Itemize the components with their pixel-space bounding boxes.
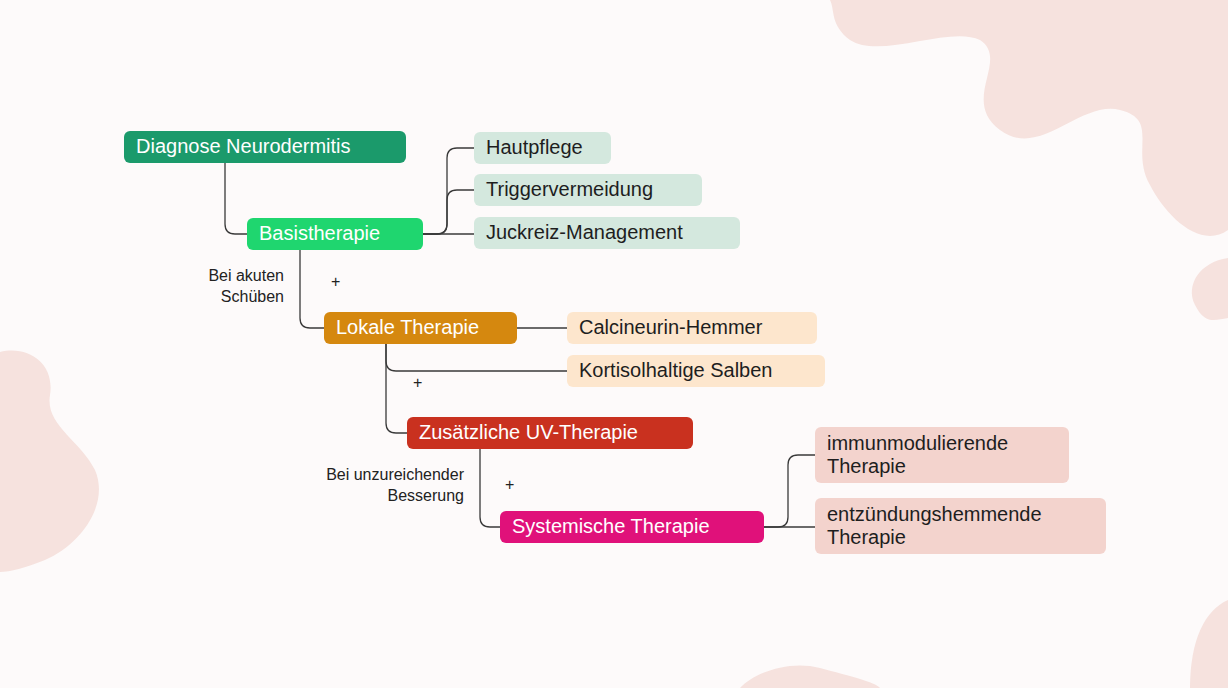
measure-box: immunmodulierende Therapie — [815, 427, 1069, 483]
stage-box: Basistherapie — [247, 218, 423, 250]
start-box: Diagnose Neurodermitis — [124, 131, 406, 163]
blob — [0, 351, 99, 572]
blob — [830, 0, 1228, 236]
connector-line — [423, 190, 474, 234]
connector-line — [225, 163, 247, 234]
node-text: Basistherapie — [259, 222, 380, 245]
connector-line — [764, 455, 815, 527]
node-text: Calcineurin-Hemmer — [579, 316, 762, 339]
measure-box: Juckreiz-Management — [474, 217, 740, 249]
plus-sign: + — [331, 272, 340, 293]
connector-line — [386, 344, 567, 371]
node-text: immunmodulierende Therapie — [827, 432, 1057, 478]
node-text: Hautpflege — [486, 136, 583, 159]
measure-box: entzündungshemmende Therapie — [815, 498, 1106, 554]
node-text: Lokale Therapie — [336, 316, 479, 339]
node-text: Systemische Therapie — [512, 515, 710, 538]
connector-line — [423, 233, 474, 234]
blob — [1192, 258, 1228, 320]
node-text: Juckreiz-Management — [486, 221, 683, 244]
plus-sign: + — [505, 475, 514, 496]
stage-box: Systemische Therapie — [500, 511, 764, 543]
condition-label: Bei unzureichender Besserung — [288, 465, 464, 507]
node-text: entzündungshemmende Therapie — [827, 503, 1094, 549]
connector-line — [423, 148, 474, 234]
node-text: Kortisolhaltige Salben — [579, 359, 772, 382]
measure-box: Calcineurin-Hemmer — [567, 312, 817, 344]
connector-line — [480, 449, 500, 527]
node-text: Triggervermeidung — [486, 178, 653, 201]
measure-box: Triggervermeidung — [474, 174, 702, 206]
blob — [740, 665, 880, 688]
stage-box: Lokale Therapie — [324, 312, 517, 344]
connector-line — [517, 327, 567, 328]
plus-sign: + — [413, 373, 422, 394]
measure-box: Hautpflege — [474, 132, 611, 164]
stage-box: Zusätzliche UV-Therapie — [407, 417, 693, 449]
node-text: Diagnose Neurodermitis — [136, 135, 351, 158]
node-text: Zusätzliche UV-Therapie — [419, 421, 638, 444]
measure-box: Kortisolhaltige Salben — [567, 355, 825, 387]
connector-line — [300, 250, 324, 328]
connector-line — [764, 526, 815, 527]
condition-label: Bei akuten Schüben — [180, 266, 284, 308]
connector-line — [386, 344, 407, 433]
blob — [1190, 600, 1228, 688]
